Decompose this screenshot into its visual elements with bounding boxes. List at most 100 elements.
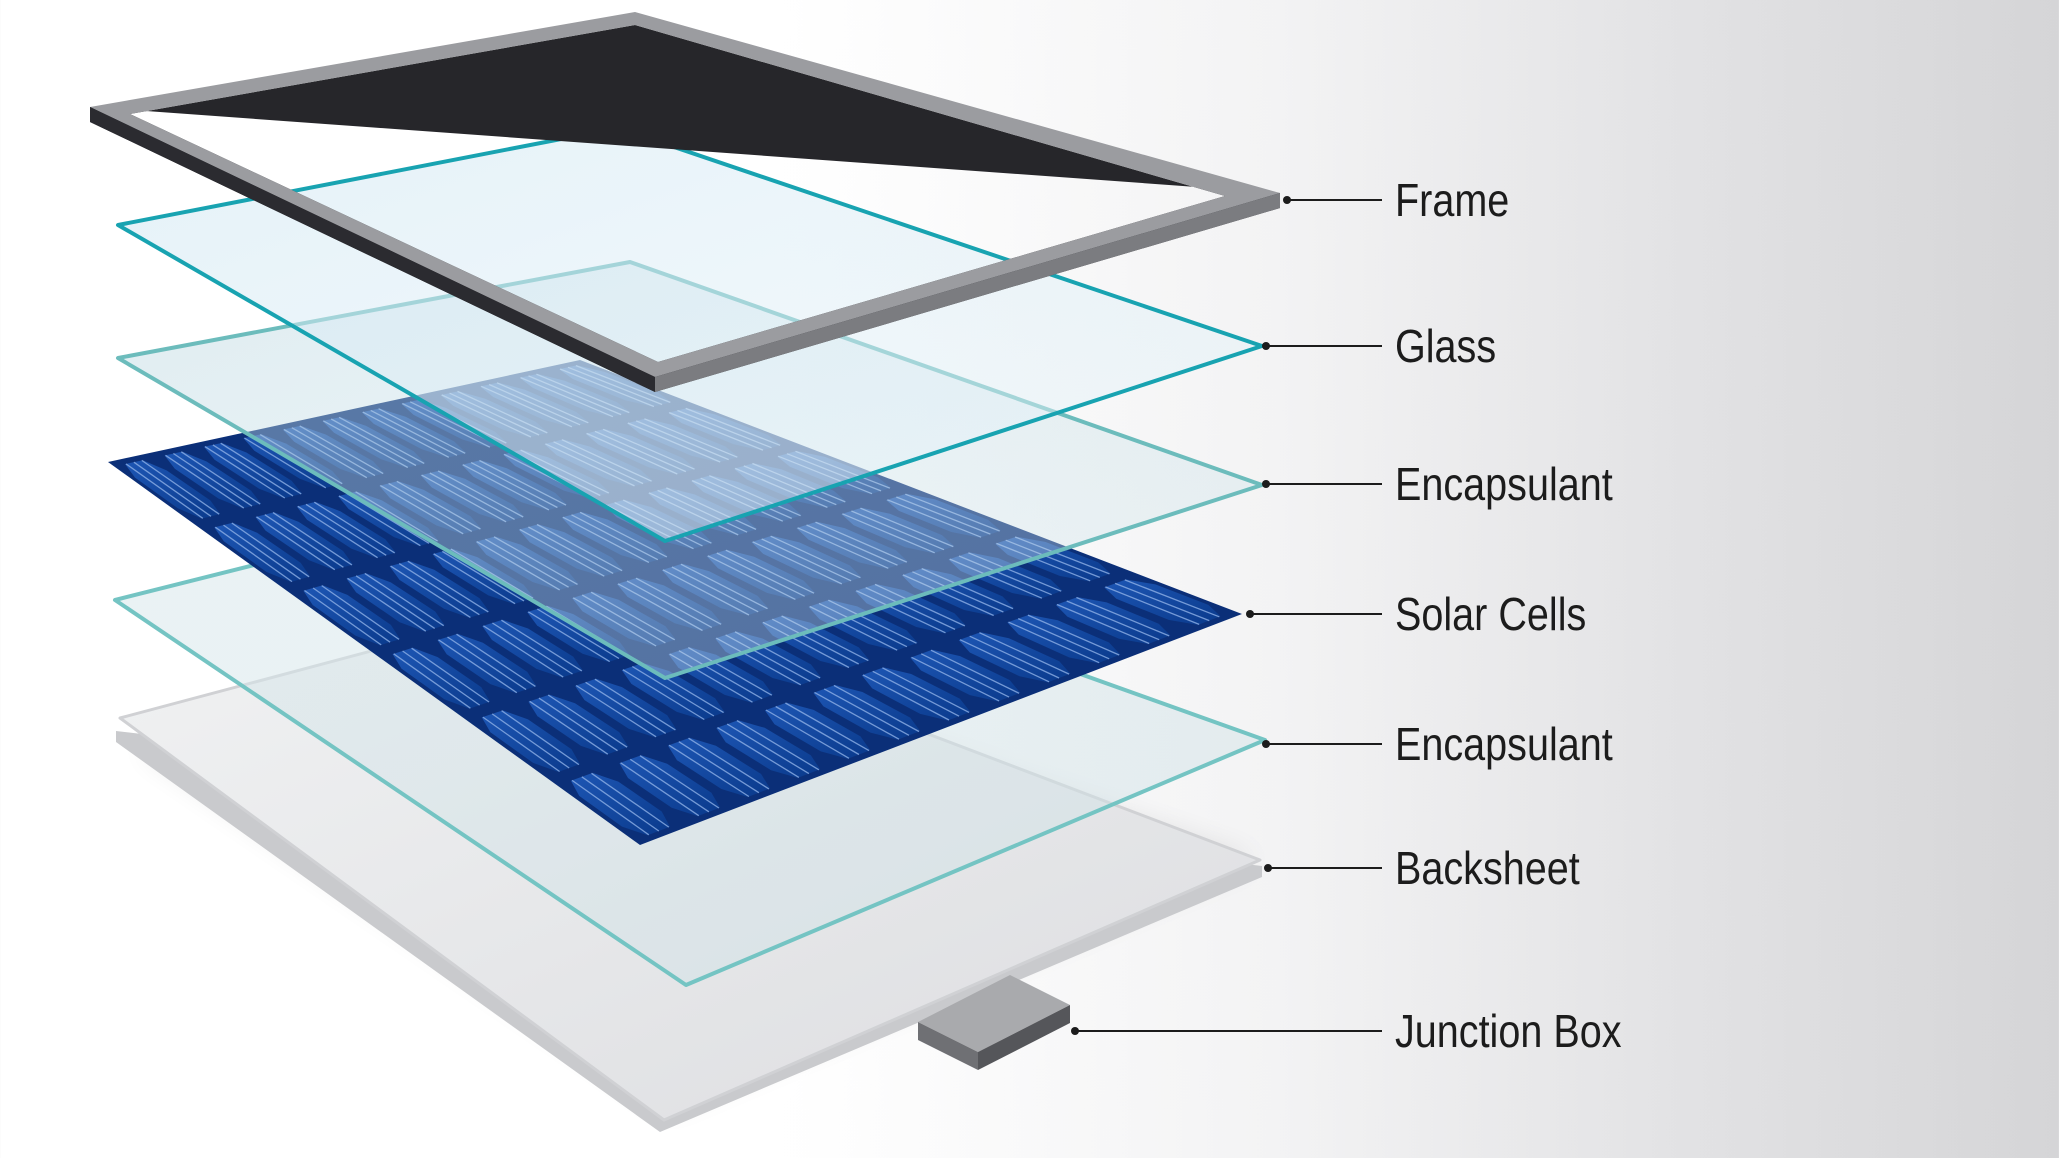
callout-label-junction-box: Junction Box: [1395, 1005, 1622, 1057]
cell-busbar: [313, 501, 396, 554]
cell-busbar: [527, 611, 611, 663]
cell-busbar: [482, 716, 560, 773]
cell-busbar: [717, 727, 800, 778]
junction-box-left-side: [918, 1022, 978, 1070]
cell-busbar: [447, 636, 527, 691]
cell-busbar: [244, 437, 327, 489]
cell-busbar: [264, 514, 344, 568]
cell-busbar: [501, 619, 583, 672]
leader-encapsulant-top-dot: [1262, 480, 1270, 488]
cell-busbar: [204, 446, 286, 499]
cell-busbar: [920, 653, 1010, 698]
leader-backsheet-dot: [1264, 864, 1272, 872]
cell-busbar: [594, 678, 676, 731]
cell-busbar: [736, 720, 820, 771]
cell-busbar: [125, 463, 204, 519]
cell-busbar: [364, 572, 445, 627]
cell-busbar: [1056, 603, 1150, 645]
cell-busbar: [969, 635, 1060, 679]
cell-busbar: [872, 670, 960, 717]
leader-solar-cells-dot: [1246, 610, 1254, 618]
leader-glass-dot: [1262, 342, 1270, 350]
callout-label-glass: Glass: [1395, 320, 1497, 372]
cell-busbar: [1008, 621, 1100, 664]
cell-busbar: [438, 639, 518, 694]
cell-busbar: [1114, 582, 1210, 622]
cell-busbar: [398, 563, 480, 616]
cell-busbar: [1027, 614, 1120, 656]
leader-encapsulant-bottom-dot: [1262, 740, 1270, 748]
cell-busbar: [678, 741, 760, 794]
callout-label-backsheet: Backsheet: [1395, 842, 1580, 894]
cell-busbar: [133, 461, 212, 517]
callout-label-solar-cells: Solar Cells: [1395, 588, 1587, 640]
cell-busbar: [726, 723, 810, 775]
cell-busbar: [585, 681, 667, 734]
cell-busbar: [441, 550, 525, 602]
cell-busbar: [959, 639, 1050, 683]
cell-busbar: [1066, 600, 1160, 641]
cell-busbar: [536, 608, 620, 660]
cell-busbar: [347, 577, 427, 632]
cell-busbar: [688, 737, 770, 790]
cell-busbar: [433, 553, 516, 605]
cell-busbar: [304, 589, 382, 646]
cell-busbar: [620, 762, 700, 817]
frame-front-dark-edge: [90, 107, 655, 392]
cell-busbar: [402, 650, 481, 706]
cell-busbar: [862, 674, 950, 721]
cell-busbar: [312, 587, 391, 643]
cell-busbar: [823, 688, 910, 736]
cell-busbar: [256, 516, 336, 571]
leader-junction-box-dot: [1071, 1027, 1079, 1035]
cell-busbar: [407, 560, 489, 613]
junction-box-right-side: [978, 1005, 1070, 1070]
frame-shadow-edge: [90, 25, 1280, 392]
junction-box-top: [918, 975, 1070, 1052]
cell-busbar: [668, 744, 750, 798]
cell-busbar: [529, 700, 609, 755]
cell-busbar: [223, 524, 301, 580]
cell-busbar: [1124, 579, 1220, 618]
cell-busbar: [456, 633, 536, 687]
leader-lines: [1071, 196, 1382, 1035]
cell-busbar: [272, 512, 353, 566]
cell-busbar: [547, 694, 628, 748]
cell-busbar: [483, 625, 564, 678]
frame-layer: [90, 12, 1280, 392]
cell-busbar: [212, 444, 294, 497]
cell-busbar: [785, 702, 870, 752]
cell-busbar: [491, 713, 570, 769]
cell-busbar: [173, 452, 253, 507]
cell-busbar: [631, 665, 715, 717]
frame-front-right-edge: [655, 193, 1280, 392]
cell-busbar: [141, 459, 220, 515]
junction-box: [918, 975, 1070, 1070]
cell-busbar: [297, 505, 378, 559]
cell-busbar: [581, 776, 660, 832]
cell-busbar: [411, 647, 490, 703]
cell-busbar: [393, 653, 471, 709]
cell-busbar: [231, 522, 310, 578]
cell-busbar: [338, 495, 421, 547]
cell-busbar: [355, 575, 436, 629]
cell-busbar: [1017, 618, 1110, 660]
cell-busbar: [639, 755, 720, 809]
cell-busbar: [814, 691, 900, 740]
cell-busbar: [1076, 596, 1170, 637]
cell-busbar: [911, 656, 1000, 702]
cell-busbar: [882, 667, 970, 713]
cell-busbar: [775, 705, 860, 756]
cell-busbar: [305, 503, 387, 556]
cell-busbar: [214, 526, 293, 583]
cell-busbar: [622, 669, 705, 721]
cell-busbar: [591, 772, 670, 828]
cell-busbar: [220, 442, 302, 495]
callout-label-encapsulant-bottom: Encapsulant: [1395, 718, 1613, 770]
cell-busbar: [180, 451, 261, 505]
cell-busbar: [390, 565, 471, 618]
cell-busbar: [571, 779, 650, 836]
cell-busbar: [321, 585, 400, 640]
